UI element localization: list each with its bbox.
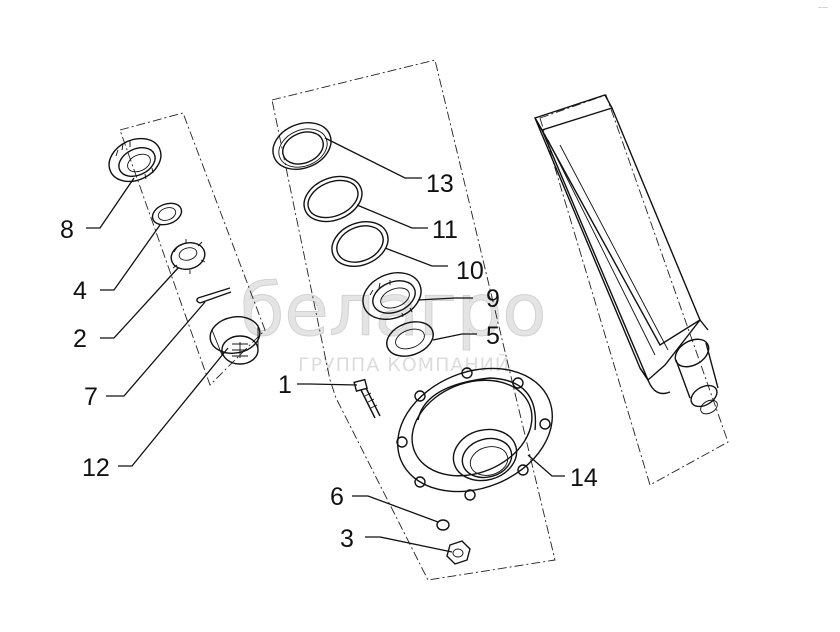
leader-11 xyxy=(356,204,428,229)
callout-4: 4 xyxy=(73,277,87,305)
leader-12 xyxy=(118,347,229,467)
callout-1: 1 xyxy=(278,371,292,399)
leader-14 xyxy=(527,454,565,477)
hub-bolt-holes xyxy=(396,367,551,501)
part-13-seal xyxy=(272,122,332,170)
callout-12: 12 xyxy=(82,454,110,482)
part-10-ring xyxy=(331,221,389,267)
part-2-castle-nut xyxy=(170,239,206,274)
callout-8: 8 xyxy=(60,216,74,244)
leader-6 xyxy=(352,495,439,523)
right-group-outline xyxy=(539,94,729,486)
callout-3: 3 xyxy=(340,525,354,553)
center-group-outline xyxy=(271,59,556,581)
part-5-spacer xyxy=(386,321,434,357)
leader-8 xyxy=(86,177,135,229)
leader-lines xyxy=(86,137,565,553)
part-3-nut xyxy=(446,540,471,565)
leader-3 xyxy=(365,536,453,553)
callout-2: 2 xyxy=(73,325,87,353)
leader-5 xyxy=(432,333,477,341)
callout-5: 5 xyxy=(486,322,500,350)
callout-7: 7 xyxy=(84,383,98,411)
leader-2 xyxy=(100,267,179,339)
group-outlines xyxy=(119,59,729,581)
callout-11: 11 xyxy=(432,216,458,244)
part-4-washer xyxy=(151,202,183,226)
left-group-outline xyxy=(119,112,266,386)
watermark: белагро ГРУППА КОМПАНИЙ xyxy=(240,268,547,377)
leader-7 xyxy=(106,301,206,397)
part-14-hub xyxy=(396,367,553,501)
leader-13 xyxy=(324,137,422,179)
axle-beam xyxy=(533,94,719,415)
part-11-ring xyxy=(303,175,363,223)
watermark-brand: белагро xyxy=(240,268,546,352)
leader-1 xyxy=(297,383,358,386)
callout-13: 13 xyxy=(426,170,454,198)
callout-10: 10 xyxy=(456,257,484,285)
axle-spindle xyxy=(674,338,719,415)
part-9-bearing xyxy=(362,272,422,320)
part-8-bearing xyxy=(108,137,162,183)
part-1-stud xyxy=(353,378,381,419)
part-6-lock-washer xyxy=(436,519,450,531)
corner-mark: ⌢— xyxy=(818,4,828,11)
part-12-hub-cap xyxy=(209,316,261,365)
leader-4 xyxy=(100,224,161,291)
callout-labels: 8 4 2 7 12 13 11 10 9 5 1 14 6 3 xyxy=(60,170,598,553)
leader-9 xyxy=(417,297,473,301)
part-7-cotter-pin xyxy=(196,287,232,304)
callout-6: 6 xyxy=(330,483,344,511)
leader-10 xyxy=(384,247,448,267)
watermark-subtitle: ГРУППА КОМПАНИЙ xyxy=(298,353,510,376)
callout-14: 14 xyxy=(570,464,598,492)
callout-9: 9 xyxy=(486,285,500,313)
